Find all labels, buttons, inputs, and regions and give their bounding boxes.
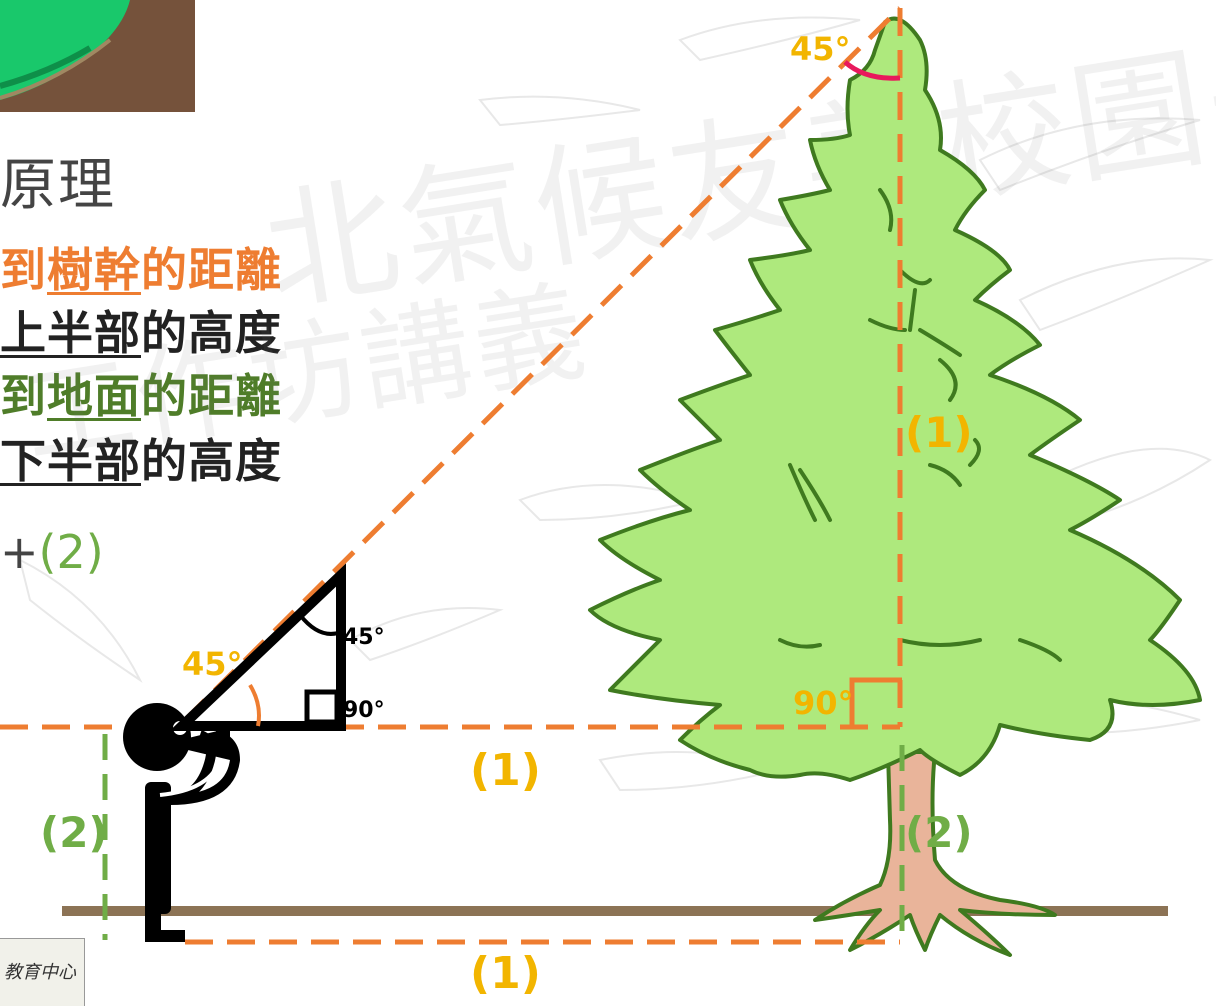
line4-part-b: 的高度 xyxy=(141,434,282,488)
label-eye-height: (2) xyxy=(40,808,108,857)
angle-label-tree-base: 90° xyxy=(793,684,854,722)
angle-label-sight-left: 45° xyxy=(182,645,243,683)
top-angle-arc xyxy=(843,60,901,81)
line3-part-c: 的距離 xyxy=(141,369,282,423)
formula-plus: + xyxy=(0,525,39,579)
formula-fragment: +(2) xyxy=(0,525,104,579)
line3-part-b: 地面 xyxy=(47,369,141,423)
label-ground-distance: (1) xyxy=(470,948,541,999)
green-dashed-lines xyxy=(102,734,905,940)
pine-tree-icon xyxy=(588,16,1202,782)
tree-trunk xyxy=(813,750,1057,957)
definition-line-2: 上半部的高度 xyxy=(0,297,282,363)
definition-line-3: 到地面的距離 xyxy=(0,360,282,426)
stick-figure-icon xyxy=(123,703,241,942)
line1-part-b: 樹幹 xyxy=(47,243,141,297)
sight-line-diagonal xyxy=(183,6,902,722)
triangle-clinometer-icon xyxy=(169,563,346,731)
angle-label-triangle-top: 45° xyxy=(343,625,385,650)
angle-label-triangle-right: 90° xyxy=(343,698,385,723)
angle-label-tree-top: 45° xyxy=(790,30,851,68)
line1-part-a: 到 xyxy=(0,243,47,297)
formula-term: (2) xyxy=(38,525,104,579)
tree-right-angle-mark xyxy=(849,677,902,727)
label-eye-to-tree: (1) xyxy=(470,745,541,796)
line2-part-a: 上半部 xyxy=(0,306,141,360)
tree-details xyxy=(778,188,1062,662)
footer-fragment: 教育中心 xyxy=(4,962,76,983)
green-disc-photo xyxy=(0,0,195,112)
definition-line-4: 下半部的高度 xyxy=(0,425,282,491)
line4-part-a: 下半部 xyxy=(0,434,141,488)
line1-part-c: 的距離 xyxy=(141,243,282,297)
heading-fragment: 原理 xyxy=(0,153,116,218)
line2-part-b: 的高度 xyxy=(141,306,282,360)
definition-line-1: 到樹幹的距離 xyxy=(0,234,282,300)
label-tree-upper: (1) xyxy=(905,408,973,457)
label-tree-lower: (2) xyxy=(905,808,973,857)
footer-logo-box xyxy=(0,938,85,1006)
line3-part-a: 到 xyxy=(0,369,47,423)
